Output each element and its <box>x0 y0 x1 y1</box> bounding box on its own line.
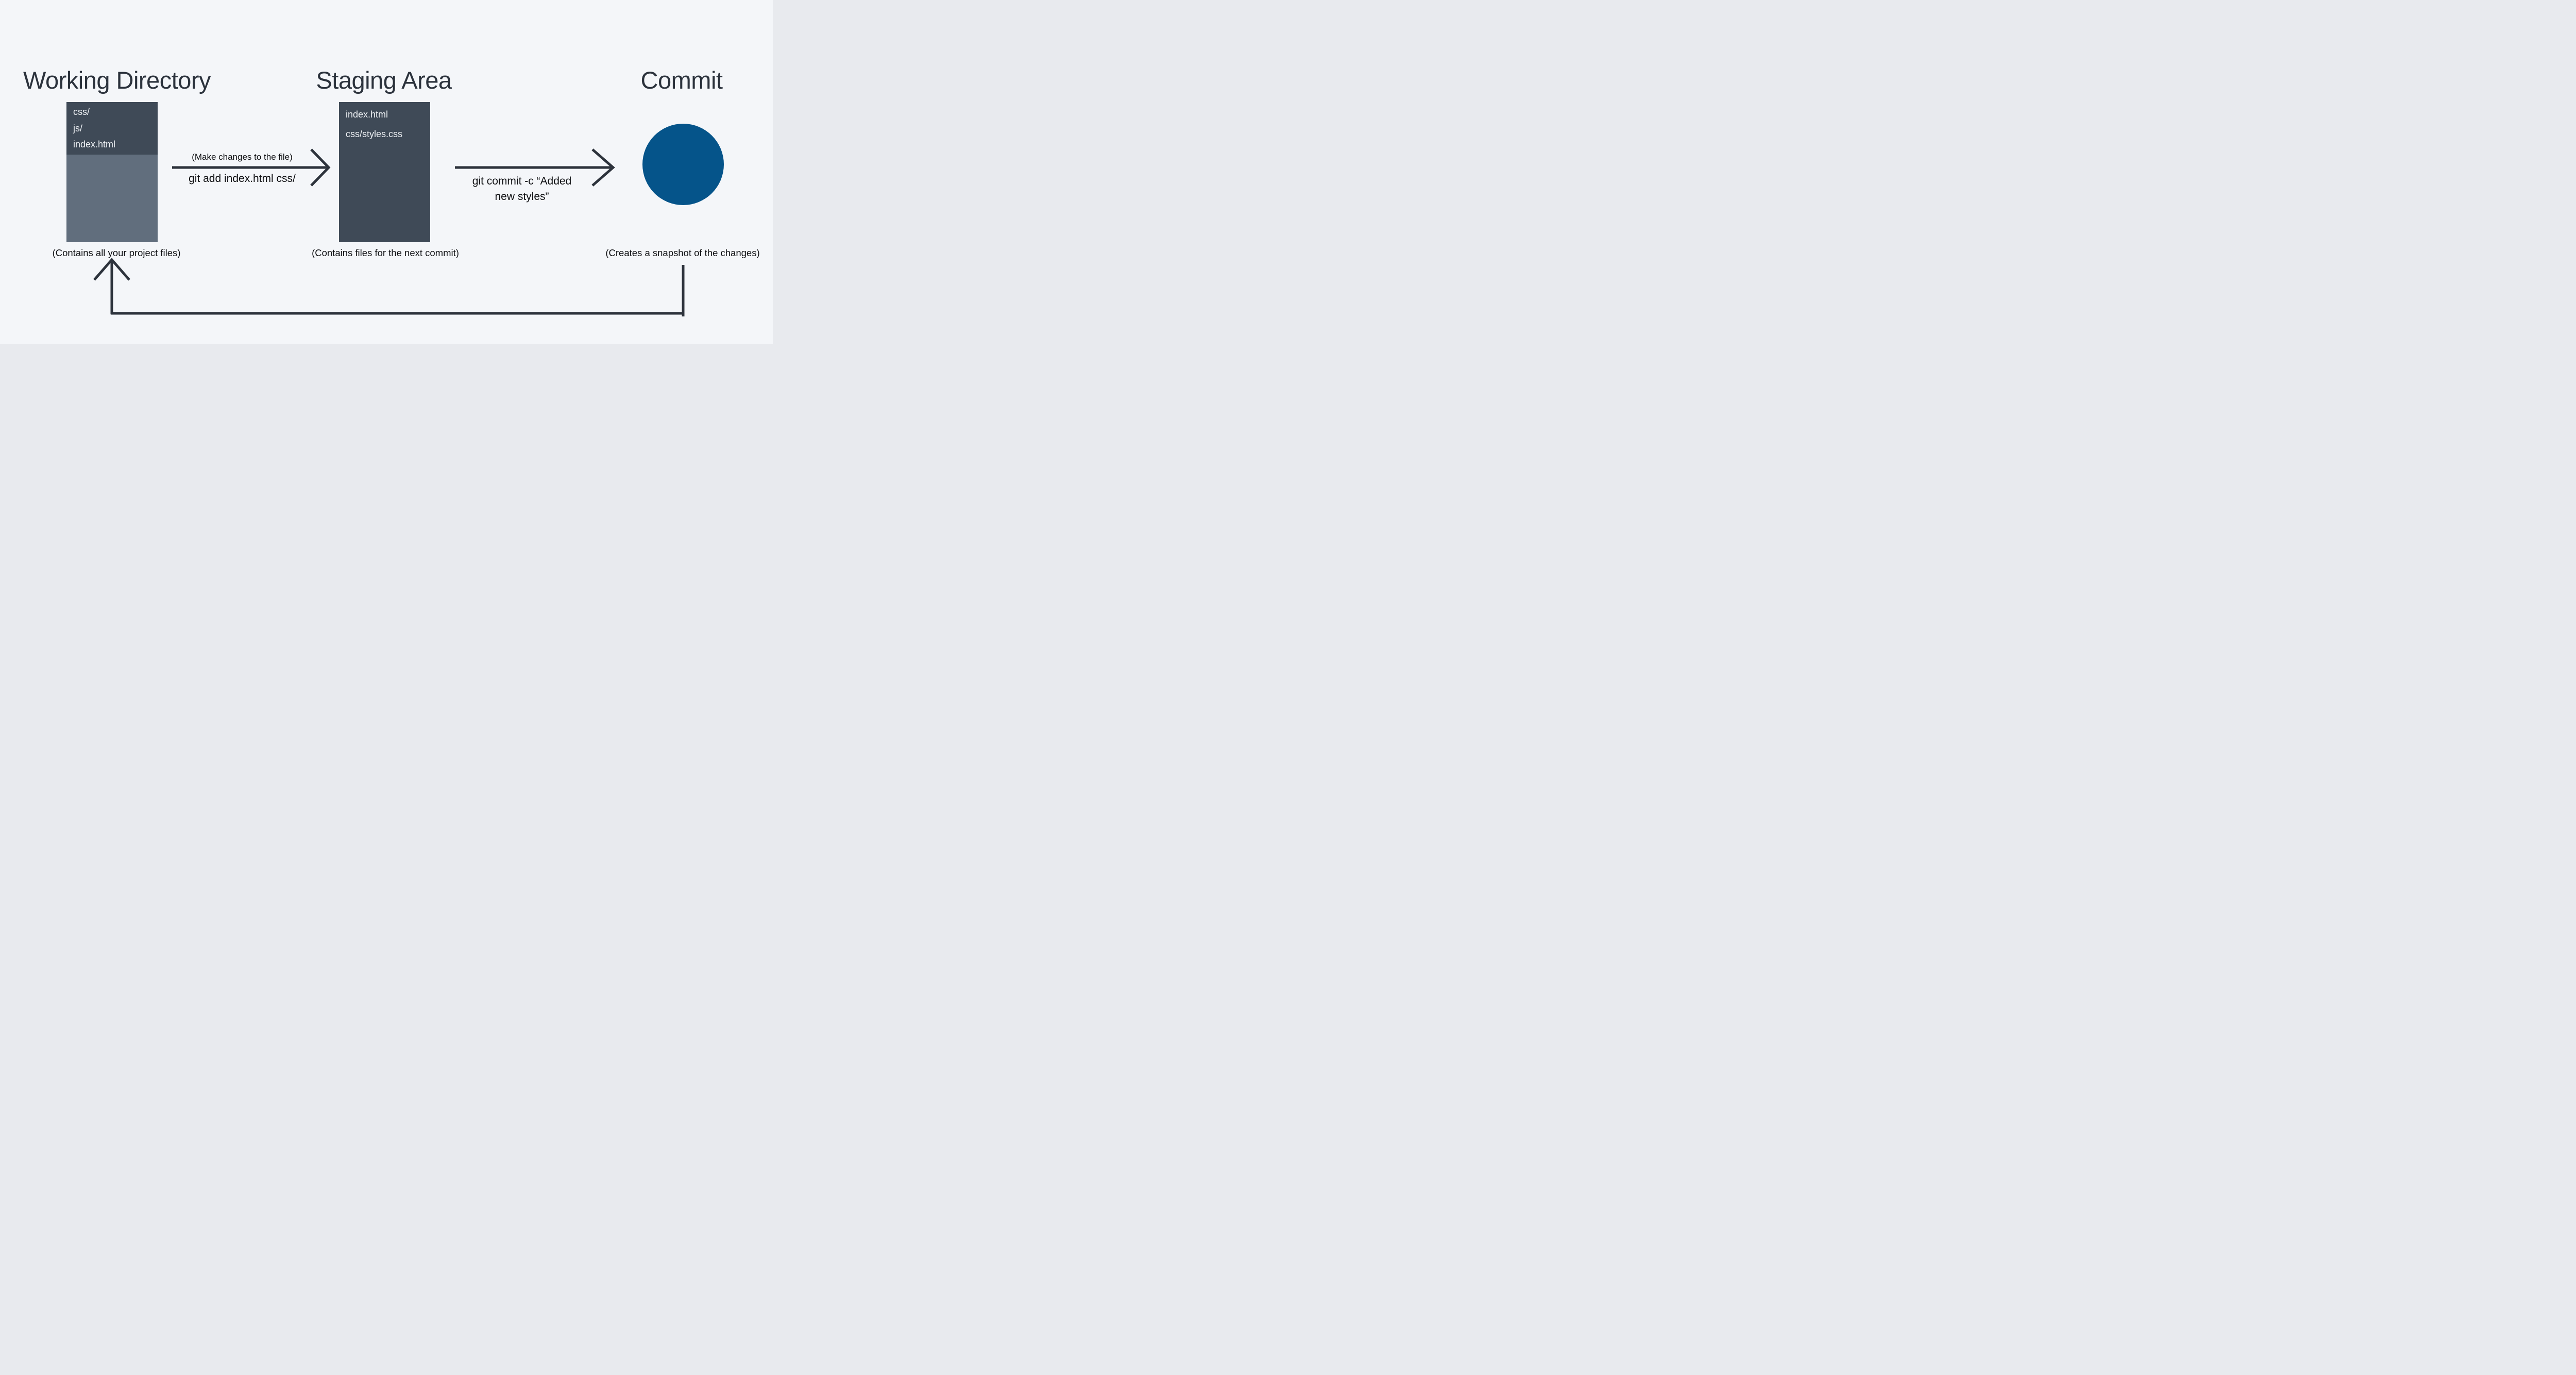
git-commit-command-line1: git commit -c “Added <box>472 175 572 187</box>
commit-node-circle <box>642 124 724 205</box>
working-directory-caption: (Contains all your project files) <box>52 247 181 258</box>
file-item: css/styles.css <box>346 128 403 139</box>
staging-area-caption: (Contains files for the next commit) <box>312 247 459 258</box>
file-item: index.html <box>73 139 116 150</box>
git-commit-command-line2: new styles” <box>495 190 549 203</box>
file-item: index.html <box>346 109 388 120</box>
make-changes-note: (Make changes to the file) <box>192 152 293 162</box>
git-workflow-diagram: Working Directory Staging Area Commit cs… <box>0 0 773 344</box>
commit-caption: (Creates a snapshot of the changes) <box>605 247 760 258</box>
file-item: js/ <box>73 123 82 133</box>
git-add-command: git add index.html css/ <box>189 173 296 185</box>
return-path-commit-to-working <box>93 258 685 316</box>
working-directory-empty-area <box>66 155 158 242</box>
file-item: css/ <box>73 107 90 117</box>
git-commit-command: git commit -c “Added new styles” <box>472 174 572 204</box>
working-directory-box: css/ js/ index.html <box>66 102 158 242</box>
staging-area-box: index.html css/styles.css <box>339 102 430 242</box>
working-directory-title: Working Directory <box>23 66 211 94</box>
up-arrowhead <box>93 258 130 281</box>
working-directory-file-list: css/ js/ index.html <box>66 102 158 155</box>
staging-area-title: Staging Area <box>316 66 452 94</box>
commit-title: Commit <box>640 66 723 94</box>
